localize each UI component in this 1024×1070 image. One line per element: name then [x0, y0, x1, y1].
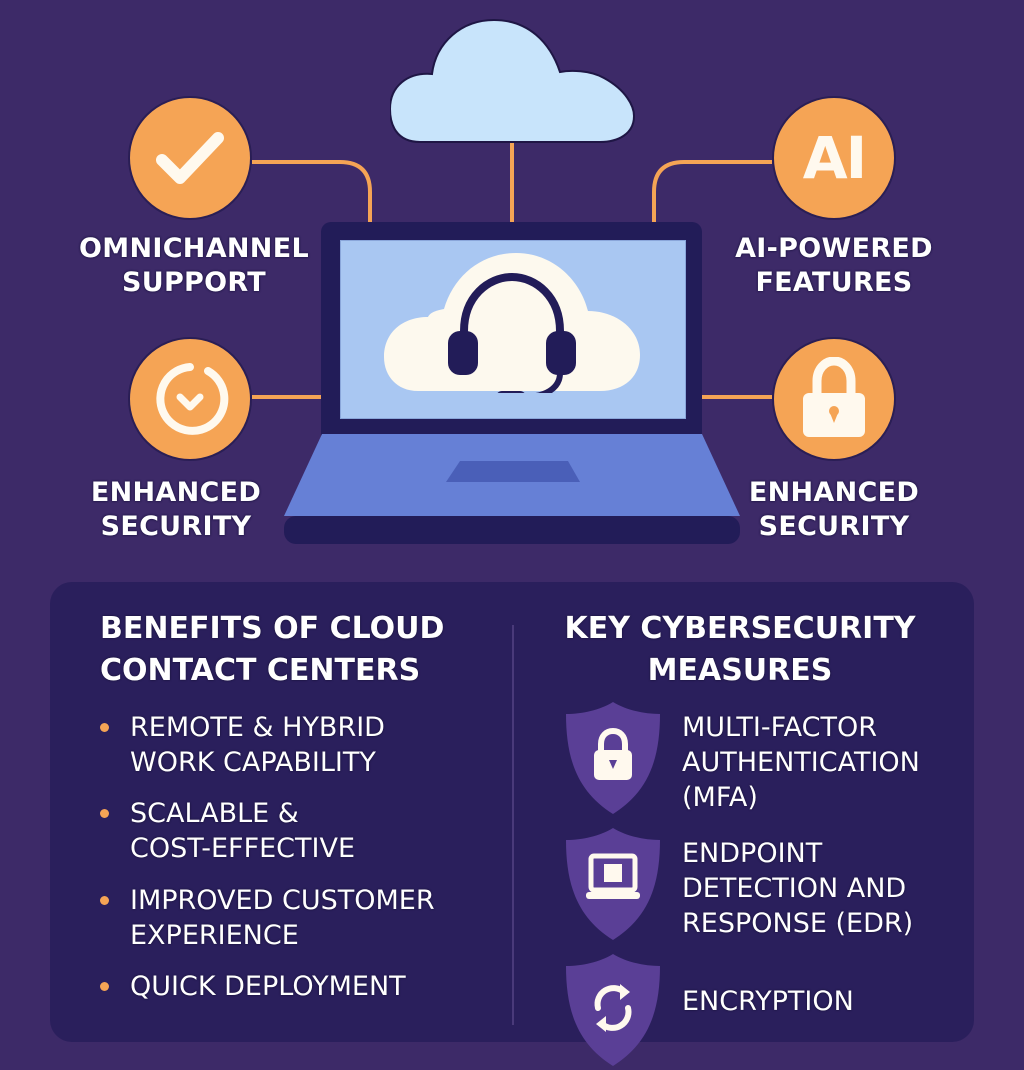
feature-label-omnichannel: OMNICHANNEL SUPPORT — [64, 232, 324, 300]
measure-item-edr: ENDPOINT DETECTION AND RESPONSE (EDR) — [564, 826, 964, 944]
panel-divider — [512, 625, 514, 1025]
feature-security-right-icon-circle — [772, 337, 896, 461]
measure-item-encryption: ENCRYPTION — [564, 952, 964, 1070]
measure-text-line: (MFA) — [682, 782, 758, 813]
benefit-text-line: IMPROVED CUSTOMER — [130, 885, 435, 916]
feature-label-line: SECURITY — [100, 511, 252, 542]
measure-text-line: DETECTION AND — [682, 873, 907, 904]
measure-text-line: ENCRYPTION — [682, 986, 854, 1017]
feature-label-line: AI-POWERED — [735, 233, 933, 264]
feature-label-ai-powered: AI-POWERED FEATURES — [704, 232, 964, 300]
measures-title: KEY CYBERSECURITY MEASURES — [540, 608, 940, 692]
feature-omnichannel-icon-circle — [128, 96, 252, 220]
ai-text-icon: AI — [802, 124, 867, 192]
shield-lock-icon — [566, 702, 660, 814]
bullet-dot-icon — [100, 809, 109, 818]
headset-in-cloud-icon — [384, 253, 640, 393]
benefits-title-line: BENEFITS OF CLOUD — [100, 611, 445, 646]
feature-security-left-icon-circle — [128, 337, 252, 461]
circle-check-icon — [156, 363, 229, 435]
feature-label-line: ENHANCED — [748, 477, 920, 508]
benefit-text-line: EXPERIENCE — [130, 920, 299, 951]
bullet-dot-icon — [100, 896, 109, 905]
feature-label-line: OMNICHANNEL — [79, 233, 309, 264]
measure-text-line: RESPONSE (EDR) — [682, 908, 914, 939]
checkmark-icon — [156, 132, 224, 184]
feature-label-enhanced-security-right: ENHANCED SECURITY — [704, 476, 964, 544]
shield-laptop-icon — [566, 828, 660, 940]
benefits-title: BENEFITS OF CLOUD CONTACT CENTERS — [100, 608, 444, 692]
measure-item-mfa: MULTI-FACTOR AUTHENTICATION (MFA) — [564, 700, 964, 818]
measures-title-line: KEY CYBERSECURITY — [564, 611, 916, 646]
benefit-text-line: QUICK DEPLOYMENT — [130, 971, 406, 1002]
measures-title-line: MEASURES — [647, 653, 833, 688]
benefit-text-line: REMOTE & HYBRID — [130, 712, 385, 743]
feature-label-line: SUPPORT — [122, 267, 266, 298]
bullet-dot-icon — [100, 982, 109, 991]
measure-text-line: AUTHENTICATION — [682, 747, 920, 778]
cloud-icon — [390, 18, 636, 143]
feature-label-line: ENHANCED — [90, 477, 262, 508]
padlock-icon — [803, 357, 865, 437]
measure-text-line: MULTI-FACTOR — [682, 712, 877, 743]
benefits-title-line: CONTACT CENTERS — [100, 653, 421, 688]
benefit-text-line: COST-EFFECTIVE — [130, 833, 356, 864]
feature-label-line: FEATURES — [755, 267, 913, 298]
laptop-base — [284, 434, 740, 544]
benefit-text-line: WORK CAPABILITY — [130, 747, 376, 778]
benefit-text-line: SCALABLE & — [130, 798, 299, 829]
measure-text-line: ENDPOINT — [682, 838, 823, 869]
bullet-dot-icon — [100, 723, 109, 732]
feature-label-enhanced-security-left: ENHANCED SECURITY — [46, 476, 306, 544]
feature-label-line: SECURITY — [758, 511, 910, 542]
connector-lines — [252, 140, 772, 399]
feature-ai-icon-circle: AI — [772, 96, 896, 220]
shield-sync-icon — [566, 954, 660, 1066]
